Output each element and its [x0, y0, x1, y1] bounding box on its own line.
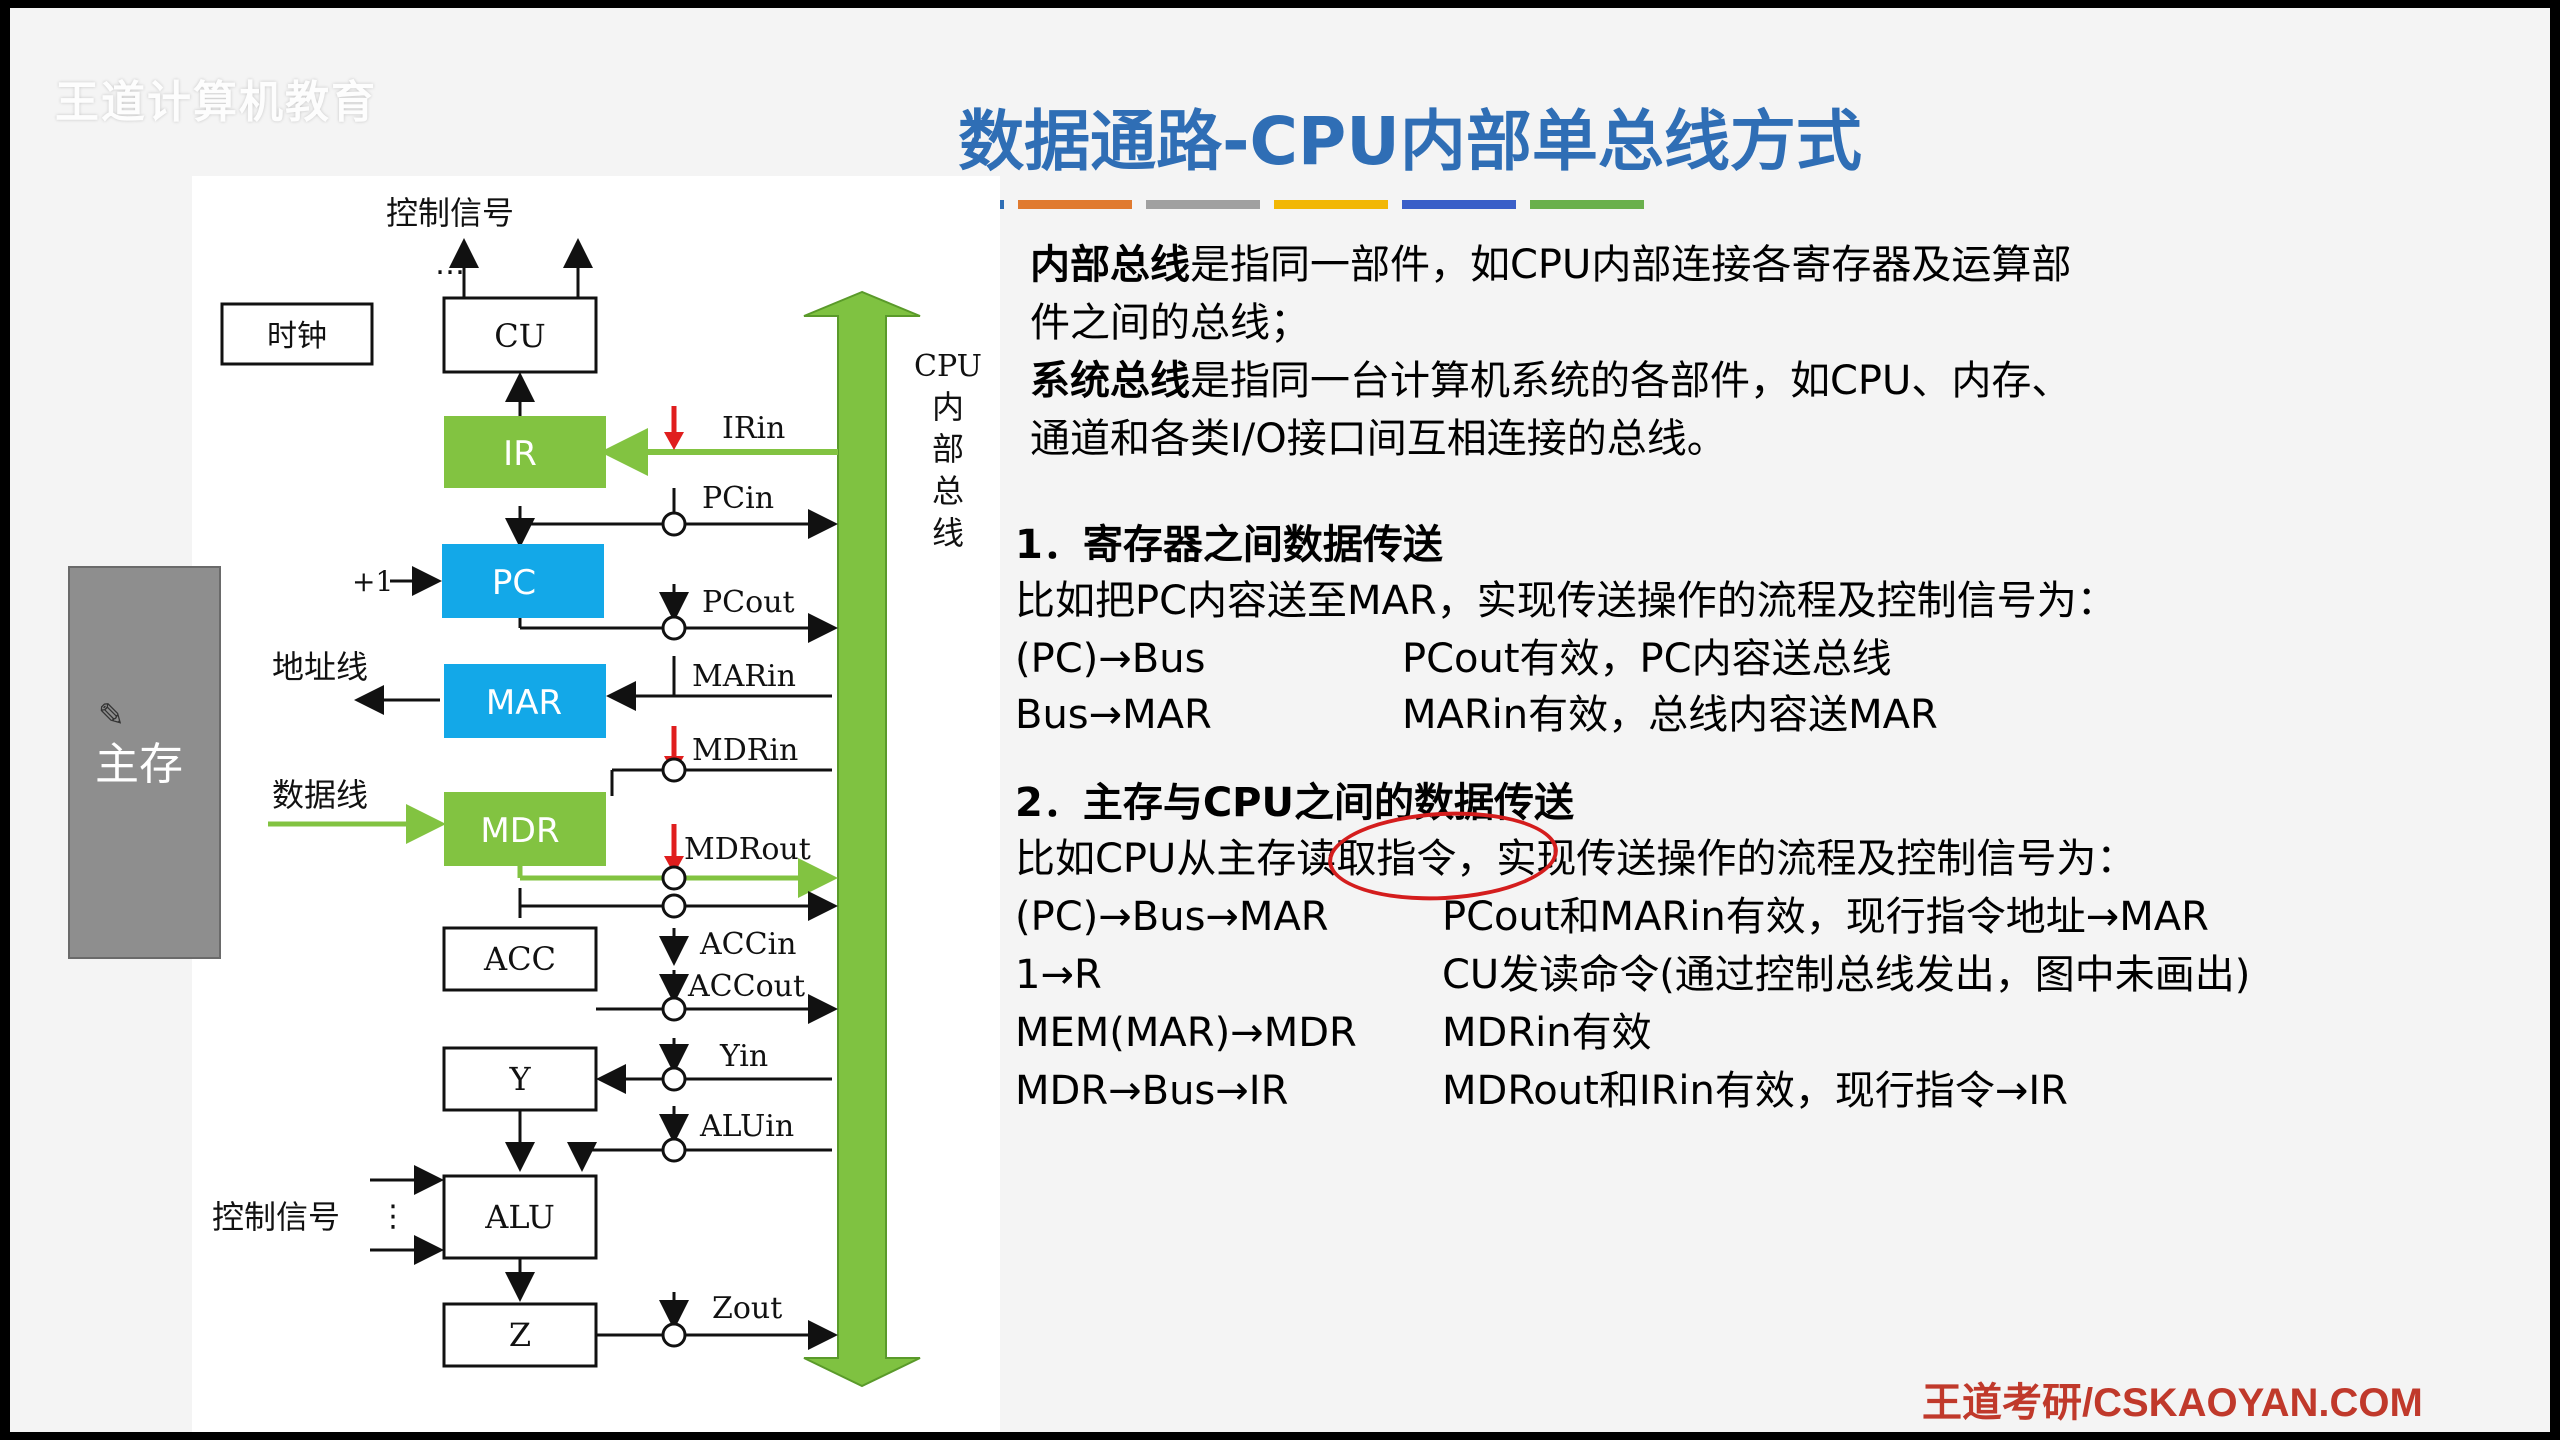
gate-aluin	[661, 1137, 687, 1163]
control-signals-left: 控制信号	[212, 1198, 340, 1236]
accent-bar-4	[1274, 200, 1388, 209]
s1-row-2-op: Bus→MAR	[1015, 692, 1212, 738]
bus-label-2: 部	[932, 430, 964, 468]
clock-box	[220, 302, 374, 366]
gate-zout	[661, 1322, 687, 1348]
s1-row-2-desc: MARin有效，总线内容送MAR	[1402, 692, 1938, 738]
footer-brand: 王道考研/CSKAOYAN.COM	[1922, 1381, 2423, 1425]
acc-label: ACC	[483, 940, 556, 978]
main-memory-box	[68, 566, 221, 959]
s2-row-1-op: (PC)→Bus→MAR	[1015, 894, 1329, 940]
bus-label-4: 线	[932, 514, 964, 552]
para-internal-bus-text: 是指同一部件，如CPU内部连接各寄存器及运算部	[1190, 242, 2072, 288]
s1-row-1-desc: PCout有效，PC内容送总线	[1402, 636, 1892, 682]
ir-label: IR	[503, 434, 537, 474]
plus-one: +1	[352, 565, 393, 598]
gate-pcin	[661, 511, 687, 537]
datapath-svg: CPU 内 部 总 线 控制信号 … 时钟 CU IR IRin	[212, 194, 982, 1388]
gate-accin	[661, 893, 687, 919]
gate-pcout	[661, 615, 687, 641]
bus-label-3: 总	[932, 472, 964, 510]
signal-pcout: PCout	[702, 585, 795, 620]
accent-bar-2	[1018, 200, 1132, 209]
z-label: Z	[509, 1316, 531, 1354]
accent-bar-5	[1402, 200, 1516, 209]
s2-intro-highlight: 读取指令	[1296, 836, 1457, 882]
s2-row-2-desc: CU发读命令(通过控制总线发出，图中未画出)	[1442, 952, 2251, 998]
s2-intro-c: ，实现传送操作的流程及控制信号为：	[1456, 836, 2137, 882]
datapath-diagram: CPU 内 部 总 线 控制信号 … 时钟 CU IR IRin	[192, 176, 1000, 1432]
section-2-heading: 2．主存与CPU之间的数据传送	[1015, 780, 1574, 826]
gate-accout	[661, 996, 687, 1022]
signal-yin: Yin	[719, 1039, 768, 1074]
ir-box	[444, 416, 606, 488]
cu-label: CU	[494, 317, 545, 355]
clock-label: 时钟	[267, 319, 327, 354]
bus-label-1: 内	[932, 388, 964, 426]
s2-row-1-desc: PCout和MARin有效，现行指令地址→MAR	[1442, 894, 2209, 940]
s2-row-4-op: MDR→Bus→IR	[1015, 1068, 1289, 1114]
term-system-bus: 系统总线	[1030, 358, 1190, 404]
s2-intro-a: 比如CPU从主存	[1015, 836, 1297, 882]
control-dots-top: …	[435, 247, 465, 282]
signal-accout: ACCout	[687, 969, 805, 1004]
address-line-label: 地址线	[272, 648, 368, 686]
y-label: Y	[508, 1060, 531, 1098]
internal-bus	[803, 290, 921, 1388]
mdr-box	[444, 792, 606, 866]
bus-label-cpu: CPU	[914, 349, 982, 384]
para-system-bus-2: 通道和各类I/O接口间互相连接的总线。	[1030, 416, 1727, 462]
para-internal-bus-1: 内部总线是指同一部件，如CPU内部连接各寄存器及运算部	[1030, 236, 2071, 294]
section-1-heading: 1．寄存器之间数据传送	[1015, 522, 1443, 568]
accent-bar-3	[1146, 200, 1260, 209]
para-system-bus-text: 是指同一台计算机系统的各部件，如CPU、内存、	[1190, 358, 2072, 404]
section-2-intro: 比如CPU从主存读取指令，实现传送操作的流程及控制信号为：	[1015, 830, 2136, 888]
mar-box	[444, 664, 606, 738]
para-internal-bus-2: 件之间的总线；	[1030, 300, 1310, 346]
section-1-intro: 比如把PC内容送至MAR，实现传送操作的流程及控制信号为：	[1015, 578, 2117, 624]
signal-marin: MARin	[692, 659, 796, 694]
acc-box	[442, 926, 598, 992]
pencil-icon: ✎	[98, 696, 125, 734]
gate-yin	[661, 1066, 687, 1092]
signal-mdrout: MDRout	[684, 832, 811, 867]
s2-row-2-op: 1→R	[1015, 952, 1102, 998]
signal-irin: IRin	[722, 411, 785, 446]
signal-pcin: PCin	[702, 481, 774, 516]
control-signals-top: 控制信号	[386, 194, 514, 232]
signal-mdrin: MDRin	[692, 733, 798, 768]
slide: 王道计算机教育 数据通路-CPU内部单总线方式 CPU 内 部 总 线 控制信	[10, 8, 2550, 1432]
para-system-bus-1: 系统总线是指同一台计算机系统的各部件，如CPU、内存、	[1030, 352, 2071, 410]
alu-label: ALU	[484, 1198, 555, 1236]
gate-mdrout	[661, 865, 687, 891]
term-internal-bus: 内部总线	[1030, 242, 1190, 288]
mar-label: MAR	[486, 683, 562, 723]
watermark-logo: 王道计算机教育	[55, 77, 377, 128]
accent-bar-6	[1530, 200, 1644, 209]
s2-row-3-op: MEM(MAR)→MDR	[1015, 1010, 1357, 1056]
main-memory-label: 主存	[95, 739, 183, 790]
s1-row-1-op: (PC)→Bus	[1015, 636, 1206, 682]
signal-accin: ACCin	[699, 927, 797, 962]
s2-row-4-desc: MDRout和IRin有效，现行指令→IR	[1442, 1068, 2068, 1114]
slide-title: 数据通路-CPU内部单总线方式	[958, 103, 1862, 180]
pc-box	[442, 544, 604, 618]
data-line-label: 数据线	[272, 776, 368, 814]
control-dots-left: ⋮	[378, 1199, 408, 1234]
signal-aluin: ALUin	[699, 1109, 794, 1144]
mdr-label: MDR	[480, 811, 559, 851]
pc-label: PC	[492, 563, 536, 603]
signal-zout: Zout	[712, 1291, 782, 1326]
s2-row-3-desc: MDRin有效	[1442, 1010, 1652, 1056]
gate-mdrin	[661, 757, 687, 783]
